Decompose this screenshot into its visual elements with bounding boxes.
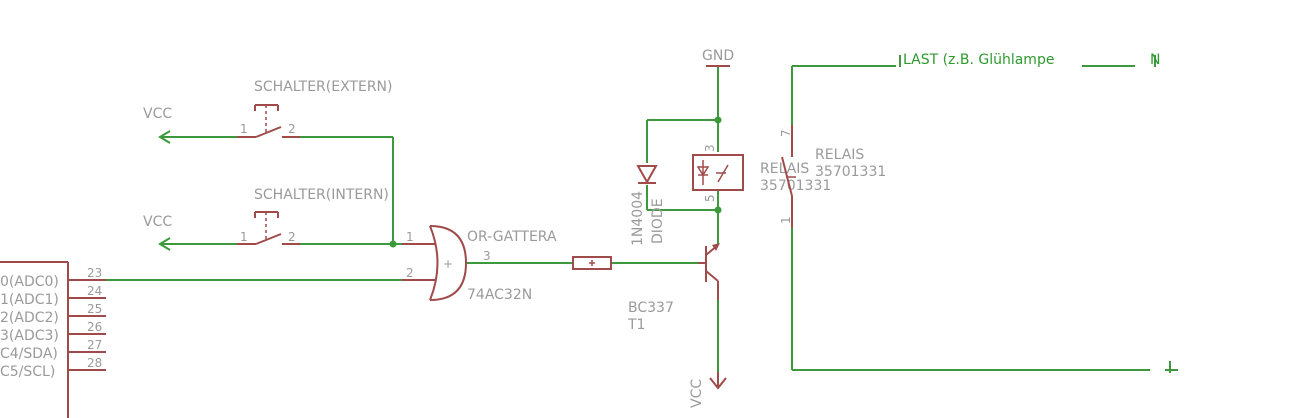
mcu-pin-label: C4/SDA) (0, 346, 58, 362)
relay-contact-value: 35701331 (815, 164, 886, 180)
or-gate: + OR-GATTERA 74AC32N 1 2 3 (402, 225, 557, 303)
relay-contact-pin7: 7 (779, 129, 793, 137)
wires (68, 65, 1150, 380)
diode-name: DIODE (650, 198, 666, 244)
or-gate-name: OR-GATTERA (467, 229, 557, 245)
transistor-arrow (712, 243, 720, 251)
switch-extern-pin2: 2 (288, 122, 296, 136)
relay-contact: 7 1 RELAIS 35701331 (779, 125, 886, 228)
neutral-label: N (1150, 52, 1160, 68)
or-gate-value: 74AC32N (467, 287, 532, 303)
transistor-value: BC337 (628, 300, 674, 316)
mcu-pin-label: 3(ADC3) (0, 328, 59, 344)
diode-value: 1N4004 (630, 191, 646, 246)
relay-coil: 3 5 RELAIS 35701331 (692, 144, 831, 202)
vcc-label-top: VCC (143, 106, 172, 122)
relay-coil-pin3: 3 (703, 144, 717, 152)
switch-intern-pin2: 2 (288, 230, 296, 244)
junction-diode-top (714, 116, 722, 124)
vcc-label-mid: VCC (143, 214, 172, 230)
junction-diode-bottom (714, 206, 722, 214)
or-gate-pin1: 1 (406, 230, 414, 244)
gnd-label: GND (702, 48, 734, 64)
load-labels: LAST (z.B. Glühlampe N (899, 52, 1178, 373)
mcu-pin-number: 27 (87, 338, 102, 352)
load-label: LAST (z.B. Glühlampe (903, 52, 1054, 68)
mcu-pin-number: 25 (87, 302, 102, 316)
transistor-name: T1 (627, 317, 645, 333)
gnd-symbol: GND (702, 48, 734, 67)
switch-intern: SCHALTER(INTERN) 1 2 (237, 187, 389, 245)
mcu-pin-number: 26 (87, 320, 102, 334)
mcu-pin-list: 0(ADC0) 23 1(ADC1) 24 2(ADC2) 25 3(ADC3) 26C4/S… (0, 266, 106, 380)
mcu-pin-number: 23 (87, 266, 102, 280)
relay-coil-pin5: 5 (703, 194, 717, 202)
switch-intern-name: SCHALTER(INTERN) (254, 187, 389, 203)
relay-contact-name: RELAIS (815, 147, 864, 163)
resistor (572, 256, 612, 270)
relay-coil-value: 35701331 (760, 178, 831, 194)
or-gate-pin3: 3 (483, 249, 491, 263)
transistor: BC337 T1 (627, 243, 720, 333)
microcontroller: 0(ADC0) 23 1(ADC1) 24 2(ADC2) 25 3(ADC3) 26C4/S… (0, 261, 106, 418)
switch-extern-pin1: 1 (240, 122, 248, 136)
vcc-symbol-top: VCC (143, 106, 172, 144)
mcu-pin-number: 28 (87, 356, 102, 370)
diode: 1N4004 DIODE (630, 165, 666, 246)
vcc-label-bottom: VCC (689, 379, 705, 408)
relay-contact-pin1: 1 (779, 216, 793, 224)
mcu-pin-label: 1(ADC1) (0, 292, 59, 308)
or-gate-pin2: 2 (406, 266, 414, 280)
vcc-symbol-bottom: VCC (689, 372, 727, 408)
vcc-symbol-mid: VCC (143, 214, 172, 251)
switch-intern-pin1: 1 (240, 230, 248, 244)
switch-extern-name: SCHALTER(EXTERN) (254, 79, 392, 95)
mcu-pin-number: 24 (87, 284, 102, 298)
junction-or-input (389, 240, 397, 248)
mcu-pin-label: 2(ADC2) (0, 310, 59, 326)
mcu-pin-label: 0(ADC0) (0, 274, 59, 290)
or-gate-plus: + (443, 257, 453, 271)
mcu-pin-label: C5/SCL) (0, 364, 55, 380)
switch-extern: SCHALTER(EXTERN) 1 2 (237, 79, 392, 138)
